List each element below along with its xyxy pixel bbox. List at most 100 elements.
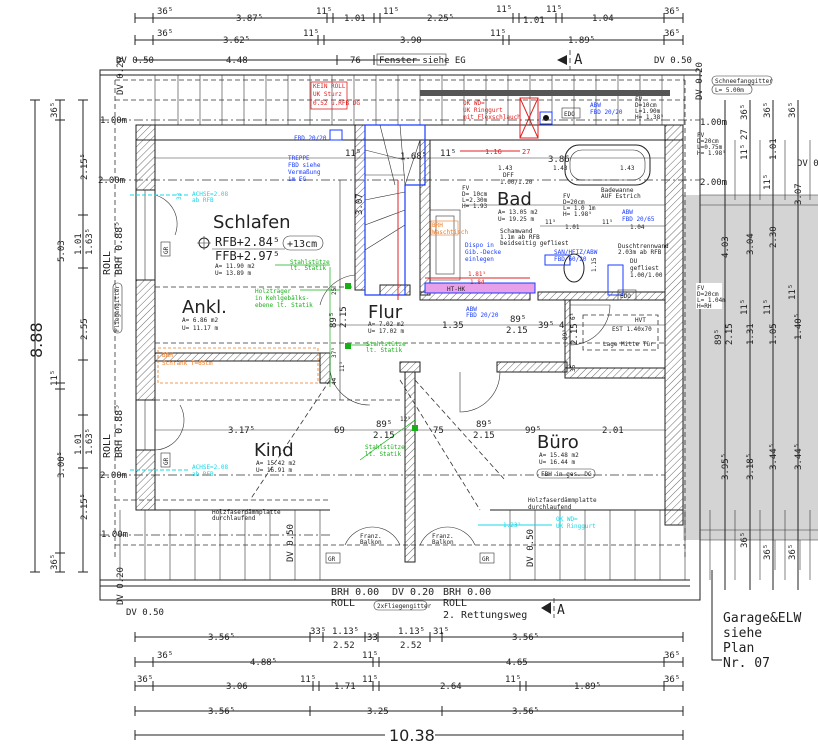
dim-text: 1.01 — [769, 138, 779, 160]
red-dim: 1.16 — [485, 148, 502, 156]
dim-text: 1.68⁵ — [400, 152, 427, 162]
dim-text: 3.04 — [746, 233, 756, 255]
dim-text: 2.15 — [339, 306, 349, 328]
dim-text: 31⁵ — [433, 627, 449, 637]
dim-text: 11⁵ — [602, 219, 613, 226]
dim-text: 33⁵ — [310, 627, 326, 637]
blue-note: FBD 20/20 — [590, 109, 623, 116]
insulation-note: durchlaufend — [212, 515, 256, 522]
dim-text: 36⁵ — [763, 102, 773, 118]
green-note: Stahlstütze — [366, 341, 406, 348]
top-dimensions: 36⁵ 3.87⁵ 11⁵ 1.01 11⁵ 2.25⁵ 11⁵ 1.01 11… — [116, 5, 692, 70]
fv-note: FV — [697, 132, 705, 139]
cyan-note: ab RFB — [192, 197, 214, 204]
room-perimeter: U= 16.91 m — [256, 467, 293, 474]
orange-note: BRH — [432, 222, 443, 229]
window-brh: BRH 0.00 — [331, 587, 379, 598]
dim-text: 3.00⁵ — [57, 451, 67, 478]
dim-text: 3.44⁵ — [794, 443, 804, 470]
snow-guard-length: L= 5.00m — [715, 87, 744, 94]
interior-dimensions — [155, 157, 665, 431]
shower-note: Duschtrennwand — [618, 243, 669, 250]
dim-text: 11⁵ — [339, 361, 346, 372]
dim-text: 36⁵ — [157, 651, 173, 661]
dim-text: 69 — [334, 426, 345, 436]
height-label: 1.00m — [100, 116, 127, 126]
dim-text: 11⁵ — [788, 284, 798, 300]
dim-text: 4.48 — [226, 56, 248, 66]
window-roll: ROLL — [331, 598, 355, 609]
dim-text: 11⁵ — [740, 299, 750, 315]
balcony-note: Franz. — [432, 533, 454, 540]
dim-text: 76 — [350, 56, 361, 66]
fv-note: L=2.30m — [462, 197, 488, 204]
window-note: Fenster siehe EG — [379, 56, 466, 66]
cyan-dim: 1.23⁵ — [503, 522, 521, 529]
dim-text: 1.15 — [591, 257, 598, 272]
room-bad: Bad A= 13.05 m2 U= 19.25 m — [497, 189, 538, 223]
red-dim: 27 — [522, 148, 530, 156]
dim-text: 1.43 — [498, 165, 513, 172]
fv-note: H=RH — [697, 303, 712, 310]
gr-label: GR — [163, 457, 170, 465]
cyan-dim: 33 — [176, 192, 183, 200]
green-note: lt. Statik — [366, 347, 403, 354]
dim-text: 36⁵ — [788, 102, 798, 118]
steel-column-icon — [345, 283, 351, 289]
dim-text: 3.56⁵ — [512, 633, 539, 643]
garage-ref: Plan — [723, 641, 754, 656]
dim-text: 3.44⁵ — [769, 443, 779, 470]
dim-text: 1.71 — [334, 682, 356, 692]
dim-text: 11⁵ — [505, 675, 521, 685]
shower-note: gefliest — [630, 265, 659, 272]
dim-text: 11⁵ — [362, 651, 378, 661]
dim-text: 37⁵ — [331, 347, 338, 358]
hvt-note: EST 1.40x70 — [612, 326, 652, 333]
dim-text: 3.07 — [794, 183, 804, 205]
dim-text: 2.55 — [80, 318, 90, 340]
insulation-note: Holzfaserdämmplatte — [212, 509, 281, 516]
dim-text: 11⁵ — [740, 144, 750, 160]
dim-text: 1.01 — [74, 233, 84, 255]
green-note: ebene lt. Statik — [255, 302, 313, 309]
dim-text: 3.87⁵ — [236, 14, 263, 24]
dim-text: 1.04 — [630, 224, 645, 231]
dim-text: 36⁵ — [664, 7, 680, 17]
dim-text: 1.13⁵ — [332, 627, 359, 637]
dim-text: 2.64 — [440, 682, 462, 692]
fv-note: D=20cm — [697, 138, 719, 145]
garage-ref: siehe — [723, 626, 762, 641]
dim-text: 2.15 — [373, 431, 395, 441]
walls — [135, 124, 684, 563]
right-dimensions: Schneefanggitter L= 5.00m DV 0.20 DV 0.5… — [695, 62, 818, 590]
window-roll: ROLL — [102, 251, 113, 275]
dim-text: 11⁵ — [546, 5, 562, 15]
room-name: Ankl. — [182, 297, 227, 318]
red-note: UK Sturz — [313, 91, 342, 98]
dim-text: 3.95⁵ — [721, 453, 731, 480]
dim-text: 36⁵ — [664, 29, 680, 39]
level-lines — [100, 119, 700, 536]
dim-text: 2.15 — [570, 323, 580, 345]
blue-note: Dispo in — [465, 242, 494, 249]
dim-text: 12⁵ — [400, 416, 411, 423]
green-note: lt. Statik — [365, 451, 402, 458]
dim-text: 1.35 — [442, 321, 464, 331]
cyan-note: ACHSE=2.08 — [192, 464, 229, 471]
dim-text: 1.01 — [344, 14, 366, 24]
fv-note: FV — [563, 193, 571, 200]
dim-text: 3.25 — [367, 707, 389, 717]
gr-label: GR — [328, 556, 336, 563]
dim-text: 25 — [331, 287, 338, 295]
fv-note: D=20cm — [563, 199, 585, 206]
fv-note: H= 1.98⁵ — [563, 211, 592, 218]
hvt-note: HVT — [635, 317, 646, 324]
dim-text: 89⁵ — [376, 420, 392, 430]
dim-text: 2.52 — [333, 641, 355, 651]
blue-note: FBD 20/65 — [622, 216, 655, 223]
dim-text: 89⁵ — [714, 329, 724, 345]
dv-label: DV 0.20 — [392, 587, 434, 598]
green-note: Stahlstütze — [365, 444, 405, 451]
dim-text: 36⁵ — [788, 544, 798, 560]
